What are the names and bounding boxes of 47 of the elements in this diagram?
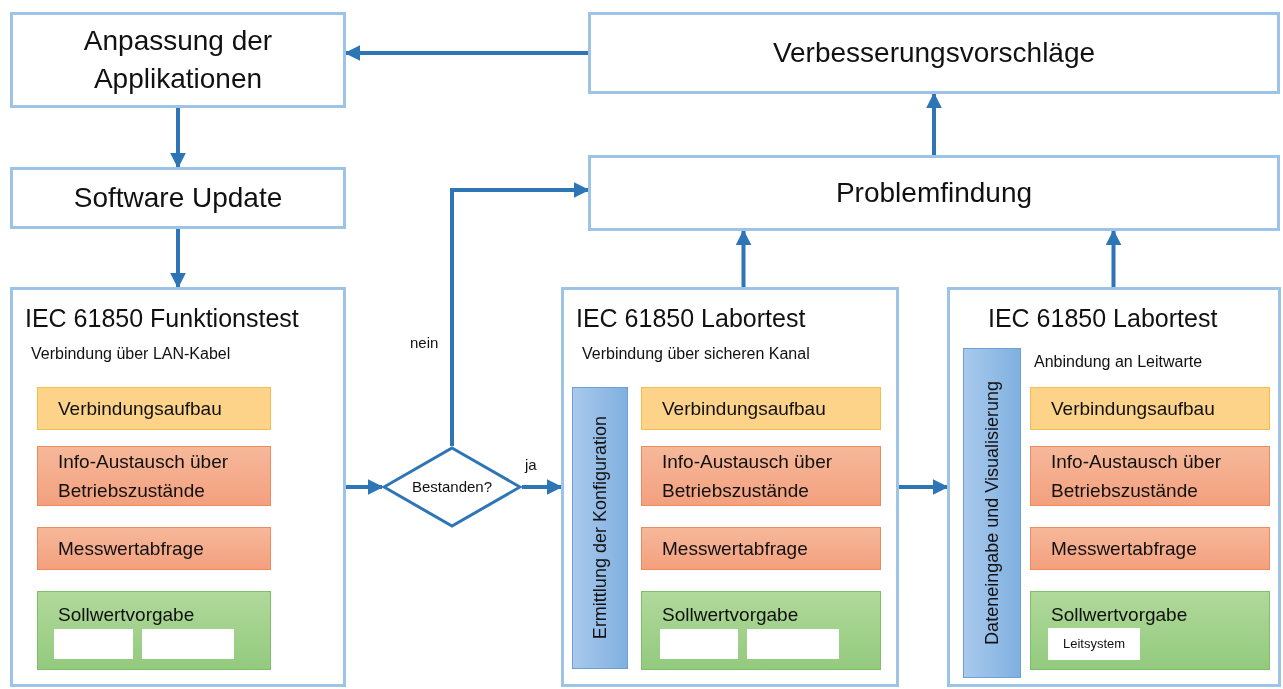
panel-subtitle: Verbindung über sicheren Kanal: [582, 344, 810, 364]
arrow: [450, 182, 590, 446]
process-box: Problemfindung: [588, 155, 1280, 231]
step-box: [1030, 591, 1270, 670]
tool-box: [142, 629, 234, 659]
arrow: [346, 479, 384, 495]
tool-box: Leitsystem: [1048, 628, 1140, 660]
step-box: Info-Austausch über Betriebszustände: [641, 446, 881, 506]
tool-box: [747, 629, 839, 659]
step-box: Messwertabfrage: [1030, 527, 1270, 570]
arrow: [522, 479, 563, 495]
step-label: Sollwertvorgabe: [1051, 603, 1189, 627]
arrow: [344, 45, 588, 61]
edge-label: ja: [523, 456, 539, 474]
arrow: [899, 479, 949, 495]
arrow: [735, 229, 752, 287]
vertical-bar: Dateneingabe und Visualisierung: [963, 348, 1021, 678]
step-box: Verbindungsaufbau: [641, 387, 881, 430]
panel-subtitle: Verbindung über LAN-Kabel: [31, 344, 231, 364]
tool-box: [54, 629, 133, 659]
decision-diamond: Bestanden?: [382, 446, 522, 528]
step-box: Info-Austausch über Betriebszustände: [37, 446, 271, 506]
panel-heading: IEC 61850 Funktionstest: [25, 303, 299, 334]
step-box: Verbindungsaufbau: [1030, 387, 1270, 430]
vertical-bar: Ermittlung der Konfiguration: [572, 387, 628, 669]
step-box: Verbindungsaufbau: [37, 387, 271, 430]
process-box: Verbesserungsvorschläge: [588, 12, 1280, 94]
step-box: Info-Austausch über Betriebszustände: [1030, 446, 1270, 506]
tool-box: [660, 629, 738, 659]
process-box: Software Update: [10, 167, 346, 229]
panel-subtitle: Anbindung an Leitwarte: [1034, 352, 1203, 372]
step-box: [641, 591, 881, 670]
step-box: Messwertabfrage: [37, 527, 271, 570]
test-panel: [561, 287, 899, 687]
arrow: [1105, 229, 1122, 287]
arrow: [170, 229, 186, 289]
step-box: [37, 591, 271, 670]
process-box: Anpassung der Applikationen: [10, 12, 346, 108]
arrow: [926, 92, 942, 155]
panel-heading: IEC 61850 Labortest: [576, 303, 806, 334]
step-label: Sollwertvorgabe: [58, 603, 196, 627]
test-panel: [947, 287, 1281, 687]
arrow: [170, 108, 186, 169]
step-box: Messwertabfrage: [641, 527, 881, 570]
step-label: Sollwertvorgabe: [662, 603, 800, 627]
test-panel: [10, 287, 346, 687]
panel-heading: IEC 61850 Labortest: [988, 303, 1218, 334]
